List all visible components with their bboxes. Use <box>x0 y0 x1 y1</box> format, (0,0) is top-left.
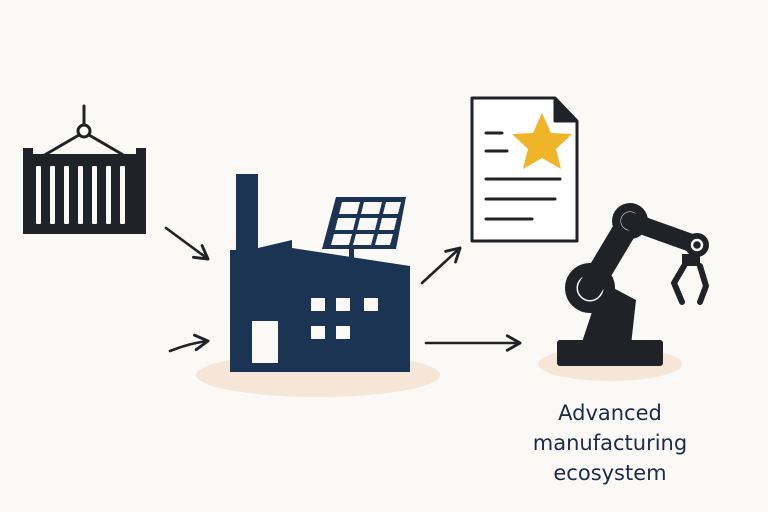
caption-line-1: Advanced <box>558 401 662 425</box>
ecosystem-caption: Advanced manufacturing ecosystem <box>520 398 700 488</box>
shipping-container-icon <box>23 104 146 234</box>
caption-line-3: ecosystem <box>553 461 667 485</box>
arrow-input-to-factory <box>168 333 210 353</box>
caption-line-2: manufacturing <box>532 431 688 455</box>
star-icon <box>512 113 572 169</box>
certificate-document-icon <box>470 96 579 243</box>
factory-icon <box>196 174 440 397</box>
arrow-container-to-factory <box>164 226 210 261</box>
arrow-icon <box>164 226 522 353</box>
robotic-arm-icon <box>538 203 709 381</box>
solar-panel-icon <box>322 197 406 268</box>
arrow-factory-to-certificate <box>420 246 462 285</box>
